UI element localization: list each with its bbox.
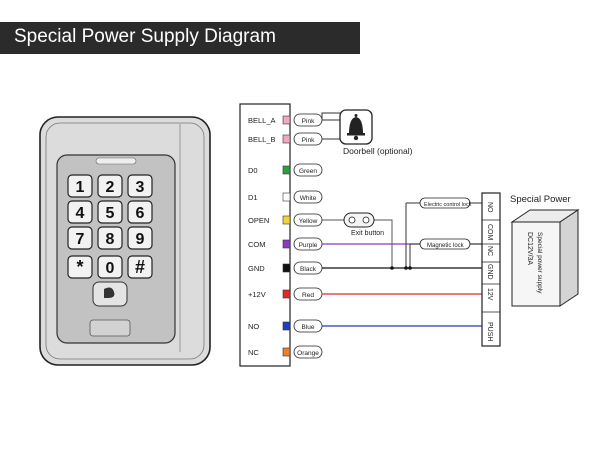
electric-control-lock: Electric control lock	[419, 197, 472, 209]
power-box-line2: Special power supply	[536, 232, 543, 294]
power-terminal-label: PUSH	[486, 322, 493, 341]
power-title: Special Power	[510, 194, 571, 205]
terminal-d1: D1 White	[248, 190, 323, 204]
key-label: *	[76, 257, 83, 277]
doorbell: Doorbell (optional)	[321, 109, 413, 156]
key-8: 9	[127, 226, 153, 250]
power-terminal-label: NO	[486, 202, 493, 213]
magnetic-lock-label: Magnetic lock	[427, 243, 465, 249]
key-2: 3	[127, 174, 153, 198]
terminal-label: BELL_A	[248, 116, 276, 125]
terminal-nc: NC Orange	[248, 345, 323, 359]
key-10: 0	[97, 255, 123, 279]
terminal-label: COM	[248, 240, 266, 249]
power-terminal-12v: 12V	[486, 288, 493, 301]
power-terminal-label: COM	[486, 224, 493, 241]
wire-color-label: Pink	[302, 137, 315, 144]
magnetic-lock: Magnetic lock	[419, 238, 471, 250]
key-4: 5	[97, 200, 123, 224]
wire-color-label: Yellow	[299, 218, 318, 225]
electric-lock-label: Electric control lock	[424, 202, 472, 208]
exit-button-label: Exit button	[351, 230, 384, 237]
key-9: *	[67, 255, 93, 279]
wire-color-pill	[293, 345, 323, 359]
key-label: 6	[136, 205, 145, 222]
card-reader-icon	[104, 287, 115, 298]
key-1: 2	[97, 174, 123, 198]
power-terminal-label: GND	[486, 264, 493, 280]
keypad-device: 1 2 3 4 5 6 7 8 9 * 0 #	[39, 116, 211, 366]
terminal-label: OPEN	[248, 216, 269, 225]
power-terminal-com: COM	[486, 224, 493, 241]
doorbell-label: Doorbell (optional)	[343, 146, 413, 156]
exit-button: Exit button	[343, 212, 384, 237]
power-terminal-gnd: GND	[486, 264, 493, 280]
power-box-line1: DC12V/3A	[526, 232, 533, 265]
key-3: 4	[67, 200, 93, 224]
power-supply-box: Special Power DC12V/3A Special power sup…	[510, 194, 580, 307]
terminal-open: OPEN Yellow	[248, 213, 323, 227]
bell-icon	[347, 114, 365, 141]
key-label: #	[135, 257, 145, 277]
key-label: 0	[106, 260, 115, 277]
key-label: 1	[76, 179, 85, 196]
key-label: 4	[76, 205, 85, 222]
wire-color-label: Red	[302, 292, 314, 299]
wire-color-label: White	[300, 195, 317, 202]
key-6: 7	[67, 226, 93, 250]
terminal-label: BELL_B	[248, 135, 276, 144]
key-label: 5	[106, 205, 115, 222]
power-terminal-block: NO COM NC GND 12V PUSH	[481, 192, 501, 347]
terminal-d0: D0 Green	[248, 163, 323, 177]
terminal-com: COM Purple	[248, 237, 323, 251]
wire-color-label: Orange	[297, 350, 319, 357]
wire-color-pill	[293, 163, 323, 177]
terminal-label: D1	[248, 193, 258, 202]
terminal-label: NC	[248, 348, 259, 357]
power-terminal-label: NC	[486, 246, 493, 256]
terminal-gnd: GND Black	[248, 261, 323, 275]
wire-color-label: Black	[300, 266, 317, 273]
wire-color-label: Green	[299, 168, 317, 175]
wires	[322, 202, 482, 327]
power-terminal-push: PUSH	[486, 322, 493, 341]
key-label: 3	[136, 179, 145, 196]
wire-color-label: Blue	[301, 324, 314, 331]
key-label: 2	[106, 179, 115, 196]
keypad-keys: 1 2 3 4 5 6 7 8 9 * 0 #	[67, 174, 153, 279]
key-5: 6	[127, 200, 153, 224]
key-0: 1	[67, 174, 93, 198]
terminal-label: GND	[248, 264, 265, 273]
power-terminal-no: NO	[486, 202, 493, 213]
terminal--12v: +12V Red	[248, 287, 323, 301]
key-label: 7	[76, 231, 85, 248]
page-title: Special Power Supply Diagram	[14, 26, 276, 47]
wire-color-label: Purple	[299, 242, 318, 249]
terminal-bell-a: BELL_A Pink	[248, 113, 323, 127]
power-terminal-nc: NC	[486, 246, 493, 256]
terminal-label: NO	[248, 322, 259, 331]
terminal-label: D0	[248, 166, 258, 175]
header-bar: Special Power Supply Diagram	[0, 22, 360, 54]
key-label: 9	[136, 231, 145, 248]
key-7: 8	[97, 226, 123, 250]
wire-color-label: Pink	[302, 118, 315, 125]
wire-color-pill	[293, 190, 323, 204]
terminal-no: NO Blue	[248, 319, 323, 333]
key-11: #	[127, 255, 153, 279]
terminal-label: +12V	[248, 290, 266, 299]
power-terminal-label: 12V	[486, 288, 493, 301]
terminal-bell-b: BELL_B Pink	[248, 132, 323, 146]
key-label: 8	[106, 231, 115, 248]
